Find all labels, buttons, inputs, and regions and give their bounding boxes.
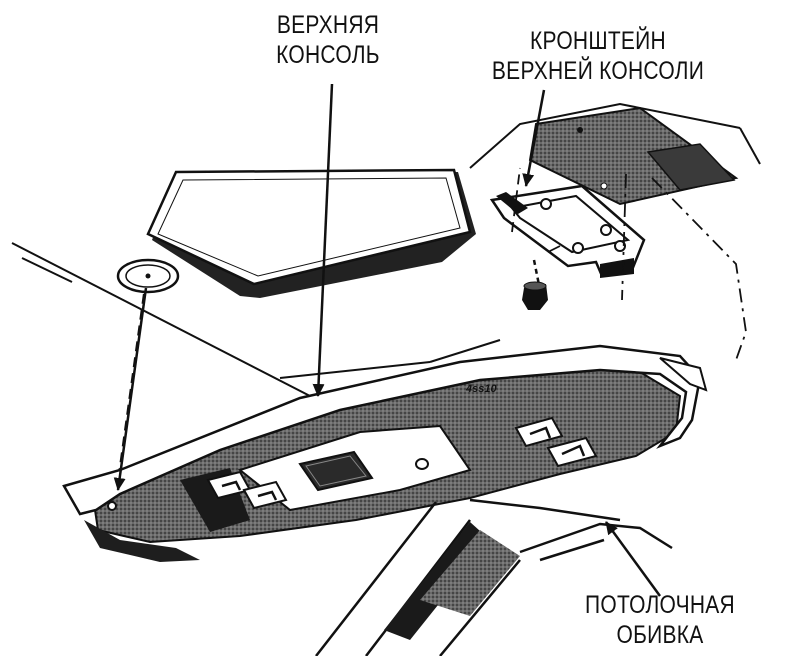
arrow-headliner <box>604 521 662 597</box>
label-console-bracket-line2: ВЕРХНЕЙ КОНСОЛИ <box>491 57 705 85</box>
label-overhead-console-line2: КОНСОЛЬ <box>276 41 380 69</box>
part-number-stamp: 4ss10 <box>465 383 497 395</box>
label-console-bracket-line1: КРОНШТЕЙН <box>530 27 666 55</box>
label-headliner-line1: ПОТОЛОЧНАЯ <box>585 591 735 619</box>
arrow-console-bracket <box>522 89 546 187</box>
roof-opening-plate <box>146 168 476 298</box>
windshield-shade <box>420 530 520 616</box>
label-headliner: ПОТОЛОЧНАЯ ОБИВКА <box>572 590 748 650</box>
overhead-console-body: 4ss10 <box>62 344 708 562</box>
roof-mounting-plate <box>528 106 739 206</box>
arrow-round-clip <box>113 287 148 491</box>
label-console-bracket: КРОНШТЕЙН ВЕРХНЕЙ КОНСОЛИ <box>472 26 724 86</box>
arrow-overhead-console <box>312 83 334 397</box>
label-overhead-console-line1: ВЕРХНЯЯ <box>276 11 380 39</box>
label-headliner-line2: ОБИВКА <box>616 621 704 649</box>
round-clip <box>116 258 180 294</box>
leader-arrows <box>113 83 662 597</box>
roof-panel-lines <box>11 102 761 397</box>
label-overhead-console: ВЕРХНЯЯ КОНСОЛЬ <box>252 10 403 70</box>
console-bracket-part <box>489 184 646 278</box>
mounting-screw <box>522 259 548 310</box>
alignment-lines <box>117 167 747 481</box>
